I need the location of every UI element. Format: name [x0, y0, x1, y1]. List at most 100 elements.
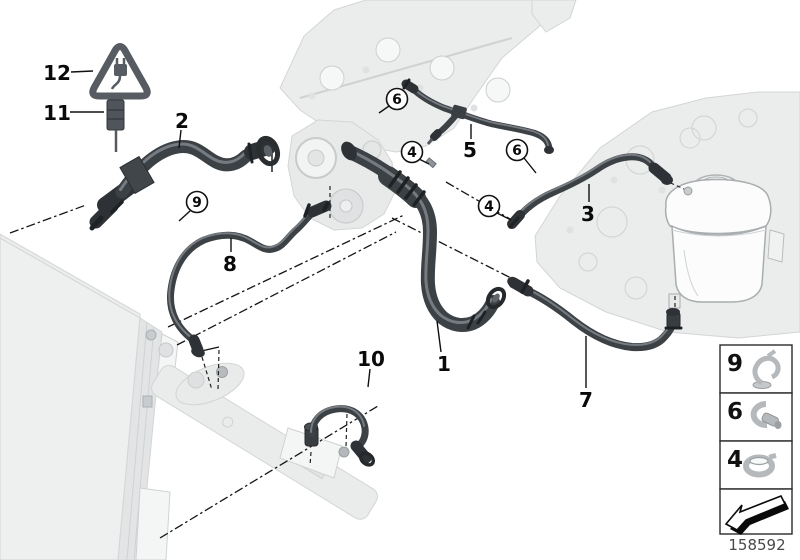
cut-end-ring	[341, 141, 357, 161]
engine-block-boss	[624, 276, 648, 300]
callout-circle[interactable]	[385, 87, 409, 111]
legend-item-9[interactable]: 9	[719, 344, 793, 394]
bolt-hole	[658, 186, 666, 194]
leader-1	[436, 320, 442, 353]
hose-7-tank-return-hose[interactable]	[505, 275, 683, 352]
connector-dashes	[345, 413, 348, 448]
callout-5[interactable]: 5	[463, 138, 477, 162]
clamp-ring-opening	[749, 456, 769, 466]
callout-circled-4-left[interactable]: 4	[400, 140, 424, 164]
end-ring	[89, 215, 104, 231]
direction-arrow-icon	[724, 494, 789, 535]
leader-circled-9	[178, 210, 191, 222]
tank-shading	[683, 249, 699, 297]
tank-inlet-nipple	[683, 186, 693, 196]
warning-triangle	[89, 43, 151, 100]
end-cap	[191, 346, 205, 358]
callout-circle[interactable]	[185, 190, 209, 214]
tank-seam	[671, 229, 767, 237]
leader-2	[178, 129, 182, 149]
end-flange	[485, 286, 507, 310]
boot-rib	[404, 183, 418, 200]
callout-1[interactable]: 1	[437, 352, 451, 376]
clamp-screw	[425, 157, 437, 169]
legend-item-6[interactable]: 6	[719, 392, 793, 442]
tank-bottom-port	[668, 293, 681, 309]
hose-7-tube[interactable]	[520, 285, 677, 352]
arrow-body	[724, 494, 787, 532]
clamp-band	[750, 401, 768, 428]
legend-box[interactable]	[719, 440, 793, 490]
legend-arrow[interactable]	[719, 488, 793, 535]
sensor-body[interactable]	[106, 99, 125, 131]
hose-10-highlight	[310, 405, 365, 433]
engine-block-boss	[578, 252, 598, 272]
callout-circled-6-left[interactable]: 6	[385, 87, 409, 111]
radiator	[0, 233, 179, 560]
branch-fitting	[430, 129, 442, 141]
plug-body	[114, 64, 127, 76]
callout-circled-6-right[interactable]: 6	[505, 138, 529, 162]
callout-circled-9[interactable]: 9	[185, 190, 209, 214]
callout-3[interactable]: 3	[581, 202, 595, 226]
sensor-housing	[119, 155, 155, 195]
hose-3-tube[interactable]	[512, 153, 655, 225]
hose-3-tank-feed-line[interactable]	[507, 153, 673, 229]
radiator-core	[0, 237, 141, 560]
right-flange	[358, 451, 376, 467]
callout-circled-4-right[interactable]: 4	[477, 194, 501, 218]
tank-lower-body	[671, 224, 767, 303]
engine-block-boss	[596, 206, 628, 238]
hose-8-tube[interactable]	[166, 208, 317, 346]
hose-8-vent-hose[interactable]	[166, 200, 332, 359]
callout-circle[interactable]	[400, 140, 424, 164]
engine-block-boss	[691, 115, 717, 141]
plug-cord	[110, 75, 122, 90]
center-line	[391, 217, 518, 282]
coupling-flange	[255, 135, 281, 167]
end-rib	[466, 314, 476, 330]
end-bore	[492, 293, 500, 303]
callout-8[interactable]: 8	[223, 252, 237, 276]
callout-2[interactable]: 2	[175, 109, 189, 133]
hose-10-oil-cooler-hose[interactable]	[304, 405, 376, 468]
electrical-connector-warning-icon	[89, 43, 151, 100]
connector-dashes	[201, 356, 213, 391]
callout-circle[interactable]	[505, 138, 529, 162]
bolt-hole	[362, 66, 370, 74]
callouts: 12 11 2 5 3 8 10 1 7 6 4 6 4 9	[43, 61, 595, 412]
leader-circled-6-right	[523, 157, 537, 174]
coolant-temperature-sensor[interactable]	[106, 93, 125, 152]
hose-2-upper-radiator-hose[interactable]	[89, 135, 281, 231]
bolt-hole	[566, 226, 574, 234]
fitting-top-ring	[666, 308, 680, 316]
hose-5-tube[interactable]	[408, 84, 553, 151]
fan-shroud-hole	[158, 342, 174, 358]
legend-label: 9	[727, 351, 743, 377]
callout-7[interactable]: 7	[579, 388, 593, 412]
legend-item-4[interactable]: 4	[719, 440, 793, 490]
clip-curl	[752, 355, 781, 386]
callout-11[interactable]: 11	[43, 101, 71, 125]
callout-circle[interactable]	[477, 194, 501, 218]
intake-port	[319, 65, 345, 91]
boot-rib	[396, 176, 410, 194]
callout-12[interactable]: 12	[43, 61, 71, 85]
center-line	[159, 405, 379, 539]
callout-10[interactable]: 10	[357, 347, 385, 371]
leader-10	[367, 368, 371, 388]
callout-circle-label: 4	[484, 199, 494, 215]
pipe-clip-icon	[752, 349, 781, 389]
tip-ring	[544, 146, 554, 154]
cooler-port-nipple	[338, 446, 350, 458]
thermostat-flange	[187, 371, 205, 389]
radiator-mount-pin	[142, 395, 153, 408]
hose-1-main-coolant-hose[interactable]	[338, 139, 508, 333]
hose-clamp-with-connector-icon	[750, 401, 782, 429]
boot-rib	[412, 190, 426, 207]
hose-5-branch-hose[interactable]	[401, 78, 554, 154]
callout-circle-label: 6	[392, 92, 402, 108]
hose-10-tube[interactable]	[308, 405, 369, 451]
